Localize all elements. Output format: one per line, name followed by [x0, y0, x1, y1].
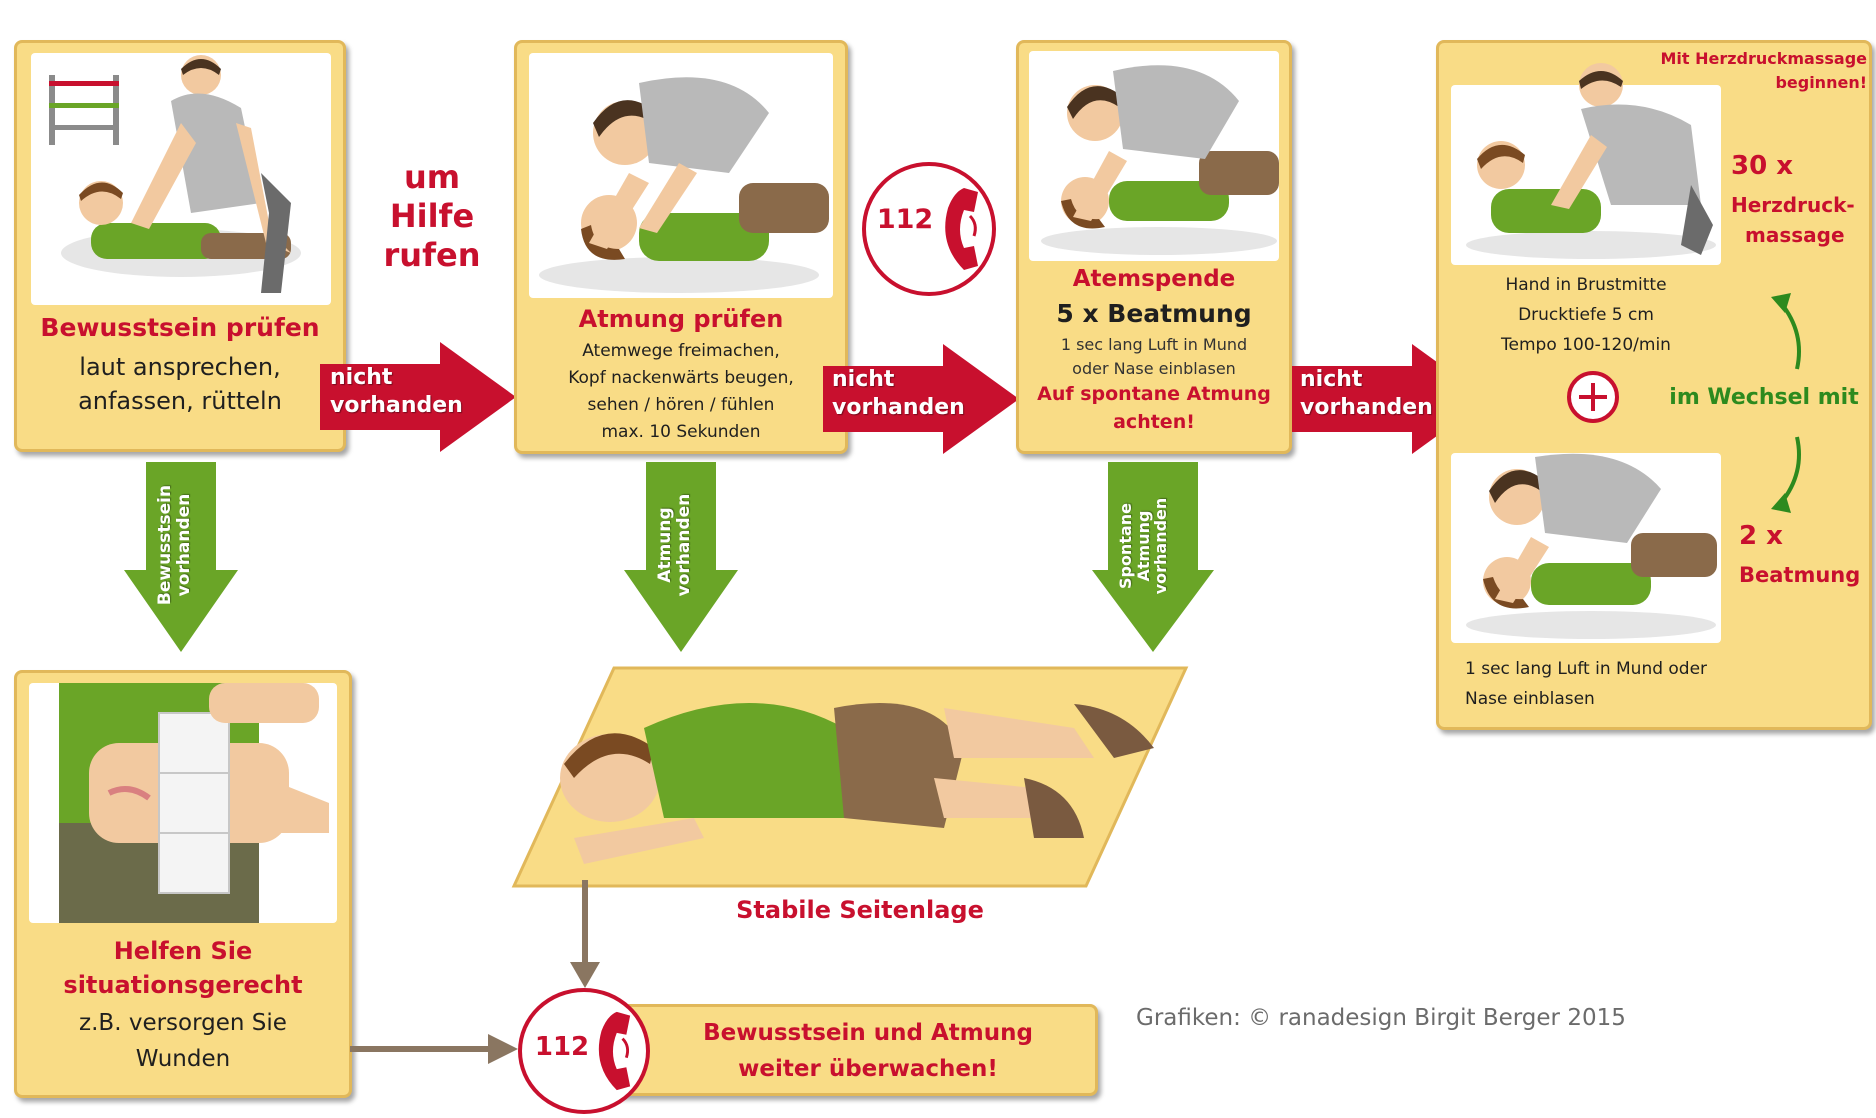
cpr-breaths-count: 2 x — [1739, 521, 1869, 553]
down-label-consciousness: Bewusstsein vorhanden — [156, 480, 206, 610]
credits-text: Grafiken: © ranadesign Birgit Berger 201… — [1136, 1004, 1676, 1032]
check-breathing-line1: Atemwege freimachen, — [517, 341, 845, 362]
monitor-box: Bewusstsein und Atmung weiter überwachen… — [590, 1004, 1098, 1096]
head-tilt-breathing-check-icon — [529, 53, 833, 298]
help-situation-title-line1: Helfen Sie — [17, 937, 349, 966]
phone-icon — [934, 184, 984, 274]
recovery-position-panel — [514, 668, 1186, 886]
check-consciousness-illustration — [31, 53, 331, 305]
cpr-hand-line2: Drucktiefe 5 cm — [1451, 305, 1721, 326]
help-situation-line2: Wunden — [17, 1045, 349, 1073]
down-label-breathing-line1: Atmung — [656, 480, 675, 610]
plus-icon — [1567, 371, 1619, 423]
bandage-wound-icon — [29, 683, 337, 923]
curved-arrow-down-icon — [1761, 433, 1821, 523]
down-label-spontaneous: Spontane Atmung vorhanden — [1117, 481, 1189, 611]
rescue-breathing-title: Atemspende — [1019, 265, 1289, 293]
down-label-breathing-line2: vorhanden — [675, 480, 694, 610]
down-label-breathing: Atmung vorhanden — [656, 480, 706, 610]
down-label-consciousness-line1: Bewusstsein — [156, 480, 175, 610]
cpr-air-line1: 1 sec lang Luft in Mund oder — [1465, 659, 1825, 680]
cpr-hand-line1: Hand in Brustmitte — [1451, 275, 1721, 296]
rescue-breathing-line1: 1 sec lang Luft in Mund — [1019, 335, 1289, 355]
chest-compression-illustration — [1451, 85, 1721, 265]
arrow-1-label-line2: vorhanden — [330, 394, 463, 418]
check-breathing-line3: sehen / hören / fühlen — [517, 395, 845, 416]
arrow-3-label-line1: nicht — [1300, 368, 1362, 392]
call-help-line2: Hilfe — [372, 197, 492, 236]
down-label-spontaneous-line1: Spontane — [1117, 481, 1135, 611]
chest-compression-icon — [1451, 85, 1721, 265]
cpr-compressions-line1: Herzdruck- — [1731, 193, 1871, 217]
arrow-2-label-line2: vorhanden — [832, 396, 965, 420]
rescue-breathing-illustration — [1029, 51, 1279, 261]
help-situation-title-line2: situationsgerecht — [17, 971, 349, 1000]
check-consciousness-line2: anfassen, rütteln — [17, 387, 343, 416]
down-label-spontaneous-line2: Atmung — [1135, 481, 1153, 611]
cpr-mouth-to-mouth-icon — [1451, 453, 1721, 643]
check-breathing-illustration — [529, 53, 833, 298]
rescue-breathing-subtitle: 5 x Beatmung — [1019, 299, 1289, 330]
check-breathing-line4: max. 10 Sekunden — [517, 422, 845, 443]
emergency-call-badge-top: 112 — [862, 162, 996, 296]
phone-number-bottom: 112 — [528, 1032, 596, 1064]
call-help-line3: rufen — [372, 236, 492, 275]
arrow-1-label-line1: nicht — [330, 366, 392, 390]
cpr-breathing-illustration — [1451, 453, 1721, 643]
arrow-3-label-line2: vorhanden — [1300, 396, 1433, 420]
cpr-hand-line3: Tempo 100-120/min — [1451, 335, 1721, 356]
check-consciousness-title: Bewusstsein prüfen — [17, 313, 343, 344]
step-check-consciousness-box: Bewusstsein prüfen laut ansprechen, anfa… — [14, 40, 346, 452]
connector-recovery-to-monitor — [570, 880, 600, 990]
check-breathing-title: Atmung prüfen — [517, 305, 845, 334]
monitor-line2: weiter überwachen! — [653, 1055, 1083, 1083]
step-rescue-breathing-box: Atemspende 5 x Beatmung 1 sec lang Luft … — [1016, 40, 1292, 454]
check-breathing-line2: Kopf nackenwärts beugen, — [517, 368, 845, 389]
phone-number-top: 112 — [870, 204, 940, 237]
down-label-consciousness-line2: vorhanden — [175, 480, 194, 610]
step-check-breathing-box: Atmung prüfen Atemwege freimachen, Kopf … — [514, 40, 848, 454]
help-situation-line1: z.B. versorgen Sie — [17, 1009, 349, 1037]
cpr-breaths-label: Beatmung — [1739, 563, 1869, 589]
arrow-2-label-line1: nicht — [832, 368, 894, 392]
down-label-spontaneous-line3: vorhanden — [1152, 481, 1170, 611]
rescuer-shaking-person-icon — [31, 53, 331, 305]
check-consciousness-line1: laut ansprechen, — [17, 353, 343, 382]
cpr-compressions-line2: massage — [1745, 223, 1876, 247]
recovery-position-label: Stabile Seitenlage — [700, 896, 1020, 925]
bandaging-illustration — [29, 683, 337, 923]
cpr-box: Mit Herzdruckmassage beginnen! Hand in B… — [1436, 40, 1872, 730]
rescue-breathing-warning-line2: achten! — [1019, 411, 1289, 434]
connector-help-to-monitor — [350, 1034, 518, 1064]
cpr-header-line1: Mit Herzdruckmassage — [1639, 49, 1867, 69]
rescue-breathing-line2: oder Nase einblasen — [1019, 359, 1289, 379]
cpr-compressions-count: 30 x — [1731, 151, 1871, 183]
rescue-breathing-warning-line1: Auf spontane Atmung — [1019, 383, 1289, 406]
mouth-to-mouth-icon — [1029, 51, 1279, 261]
step-help-situation-box: Helfen Sie situationsgerecht z.B. versor… — [14, 670, 352, 1098]
emergency-call-badge-bottom: 112 — [518, 988, 650, 1114]
curved-arrow-up-icon — [1761, 283, 1821, 373]
monitor-line1: Bewusstsein und Atmung — [653, 1019, 1083, 1047]
cpr-air-line2: Nase einblasen — [1465, 689, 1825, 710]
phone-icon — [588, 1008, 636, 1094]
cpr-alternate-label: im Wechsel mit — [1659, 385, 1869, 412]
call-help-line1: um — [372, 158, 492, 197]
